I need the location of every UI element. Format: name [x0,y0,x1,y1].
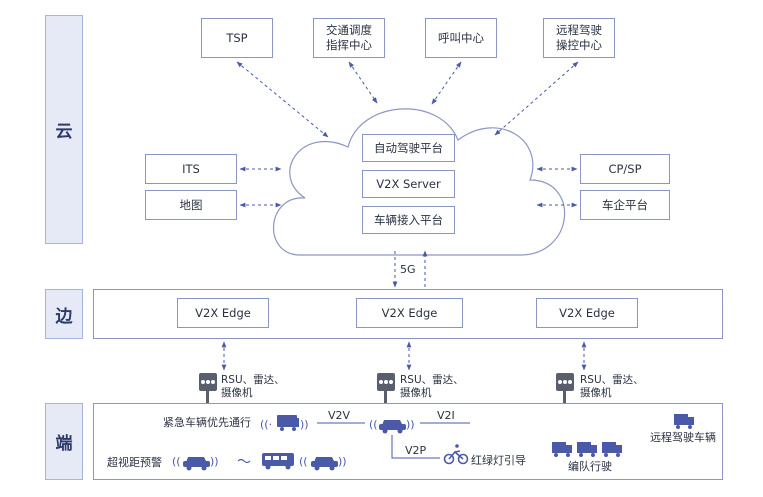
service-call-center: 呼叫中心 [425,18,497,58]
v2p-line [391,435,440,459]
connected-car-icon: (( )) [369,418,415,434]
service-map-label: 地图 [179,197,203,212]
traffic-light-icon [199,373,217,404]
tier-edge: 边 [45,289,83,339]
roadside-label-1: RSU、雷达、 摄像机 [221,374,285,399]
svg-text:)): )) [406,418,415,431]
platform-vehicle-access: 车辆接入平台 [362,206,455,234]
service-its-label: ITS [182,161,200,176]
platform-v2x-server-label: V2X Server [376,176,441,191]
tier-end-label: 端 [55,434,73,454]
service-remote-control-label: 远程驾驶 操控中心 [556,23,602,52]
link-5g-label: 5G [400,263,416,276]
edge-node-2-label: V2X Edge [381,305,438,320]
v2v-label: V2V [328,409,351,422]
service-cp-sp-label: CP/SP [608,161,642,176]
tier-edge-label: 边 [55,306,73,327]
edge-node-1-label: V2X Edge [195,305,251,320]
service-oem-platform: 车企平台 [580,190,670,220]
service-tsp: TSP [201,18,273,58]
svg-text:)): )) [338,455,347,468]
warning-car-icon: (( )) [299,455,347,471]
service-tsp-label: TSP [226,30,248,45]
svg-text:)): )) [300,418,309,431]
roadside-label-3: RSU、雷达、 摄像机 [580,374,644,399]
service-its: ITS [145,154,237,184]
v2p-label: V2P [405,444,427,457]
emergency-label: 紧急车辆优先通行 [163,416,251,429]
link-call [431,61,462,105]
service-traffic-command: 交通调度 指挥中心 [313,18,385,58]
edge-node-1: V2X Edge [177,298,269,328]
emergency-vehicle-icon: ((· )) [260,415,309,431]
service-cp-sp: CP/SP [580,154,670,184]
service-remote-control: 远程驾驶 操控中心 [543,18,615,58]
tier-cloud: 云 [45,15,83,244]
platoon-truck-icon [552,442,622,457]
wave-link [237,458,251,464]
beyond-sight-label: 超视距预警 [107,456,162,469]
remote-truck-icon [674,414,694,429]
bus-icon [262,453,294,470]
edge-node-3: V2X Edge [536,298,638,328]
platform-autonomous-driving-label: 自动驾驶平台 [374,140,443,155]
warning-car-icon: (( )) [172,455,219,471]
platform-vehicle-access-label: 车辆接入平台 [374,212,443,227]
traffic-light-icon [556,373,574,404]
service-map: 地图 [145,190,237,220]
svg-text:((: (( [172,455,181,468]
service-call-center-label: 呼叫中心 [438,30,484,45]
service-traffic-command-label: 交通调度 指挥中心 [326,23,372,52]
v2i-label: V2I [437,409,455,422]
traffic-light-icon [377,373,395,404]
platform-v2x-server: V2X Server [362,170,455,198]
platoon-label: 编队行驶 [568,460,612,473]
remote-vehicle-label: 远程驾驶车辆 [650,431,716,444]
svg-text:((: (( [299,455,308,468]
platform-autonomous-driving: 自动驾驶平台 [362,134,455,162]
traffic-light-guide-label: 红绿灯引导 [471,454,526,467]
svg-text:((·: ((· [260,418,272,431]
link-traffic [348,61,378,104]
edge-node-3-label: V2X Edge [559,305,615,320]
roadside-label-2: RSU、雷达、 摄像机 [400,374,464,399]
svg-text:)): )) [210,455,219,468]
link-tsp [236,61,329,138]
edge-node-2: V2X Edge [356,298,463,328]
tier-end: 端 [45,403,83,480]
tier-cloud-label: 云 [55,122,73,142]
bicycle-icon [443,450,469,465]
end-panel [93,403,723,480]
service-oem-platform-label: 车企平台 [602,197,648,212]
link-remote [494,61,579,136]
svg-text:((: (( [369,418,378,431]
